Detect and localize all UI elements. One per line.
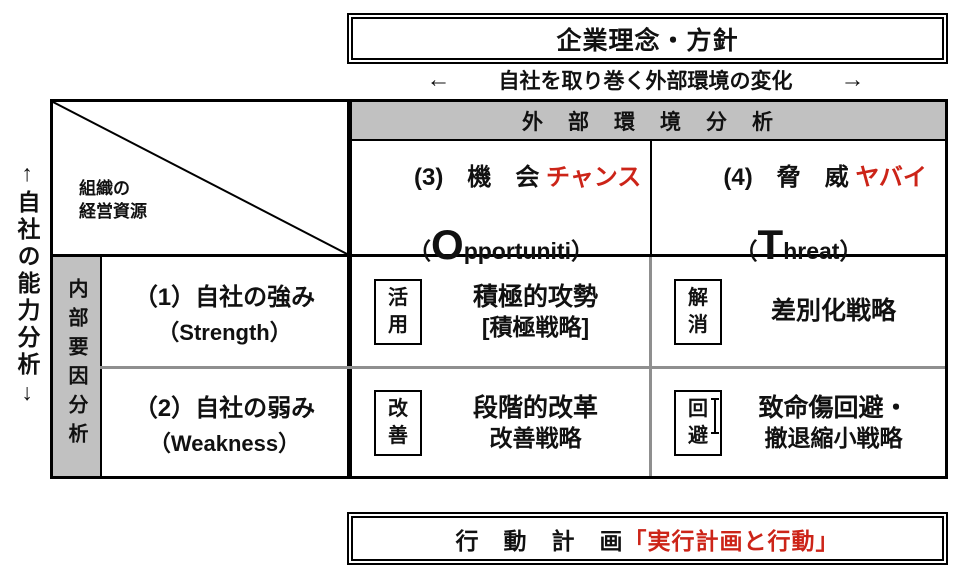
opportunity-heading-black: (3) 機 会 [414, 164, 547, 191]
opportunity-threat-divider [650, 141, 652, 254]
so-strategy-line1: 積極的攻勢 [472, 282, 598, 311]
text-cursor-bar [714, 398, 716, 434]
internal-strip-background [53, 254, 100, 476]
corner-label: 組織の 経営資源 [79, 178, 147, 224]
text-cursor-artifact [710, 398, 720, 434]
strength-cell: （1）自社の強み （Strength） [102, 257, 347, 366]
weakness-cell: （2）自社の弱み （Weakness） [102, 369, 347, 476]
external-change-label: 自社を取り巻く外部環境の変化 [498, 70, 793, 93]
opportunity-english: （ O pportuniti ） [408, 224, 594, 266]
internal-capability-axis-label: ↑自社の能力分析↓ [10, 160, 44, 460]
wo-strategy-text: 段階的改革 改善戦略 [422, 393, 649, 453]
threat-cell: (4) 脅 威 ヤバイ （ T hreat ） [652, 141, 945, 266]
threat-big-letter: T [757, 221, 784, 268]
right-arrow-icon: → [840, 66, 865, 93]
opportunity-big-letter: O [431, 221, 464, 268]
opportunity-paren-open: （ [408, 238, 432, 264]
external-analysis-header: 外 部 環 境 分 析 [352, 102, 945, 139]
wo-tag-box: 改善 [374, 389, 422, 456]
wt-tag-box: 回避 [674, 389, 722, 456]
st-tag-box: 解消 [674, 278, 722, 345]
opportunity-heading-red: チャンス [546, 164, 642, 191]
corner-cell: 組織の 経営資源 [53, 102, 347, 254]
strength-line2: （Strength） [157, 319, 292, 345]
threat-heading-black: (4) 脅 威 [723, 164, 856, 191]
so-strategy-text: 積極的攻勢 [積極戦略] [422, 282, 649, 342]
strategy-row-divider [100, 366, 945, 369]
corner-label-line2: 経営資源 [79, 201, 147, 221]
so-strategy-cell: 活用 積極的攻勢 [積極戦略] [352, 257, 649, 366]
threat-name-rest: hreat [783, 238, 840, 264]
so-strategy-line2: [積極戦略] [481, 313, 590, 340]
corner-label-line1: 組織の [79, 179, 130, 198]
mid-horizontal-divider [53, 254, 945, 257]
threat-paren-close: ） [839, 238, 863, 264]
internal-factor-strip: 内部要因分析 [53, 254, 100, 476]
internal-factor-strip-text: 内部要因分析 [65, 278, 87, 452]
main-vertical-divider [347, 102, 352, 476]
threat-paren-open: （ [734, 238, 758, 264]
corporate-philosophy-title: 企業理念・方針 [556, 26, 739, 55]
internal-strip-divider [100, 254, 102, 476]
left-arrow-icon: ← [426, 66, 451, 93]
opportunity-name-rest: pportuniti [463, 238, 571, 264]
wo-strategy-line1: 段階的改革 [472, 393, 598, 422]
corporate-philosophy-banner: 企業理念・方針 [347, 13, 948, 64]
external-header-background [347, 102, 945, 139]
opportunity-cell: (3) 機 会 チャンス （ O pportuniti ） [352, 141, 650, 266]
weakness-line2: （Weakness） [148, 430, 301, 456]
diagonal-line [53, 102, 347, 254]
wo-strategy-line2: 改善戦略 [489, 424, 582, 451]
internal-capability-axis-text: ↑自社の能力分析↓ [14, 160, 40, 409]
st-strategy-cell: 解消 差別化戦略 [652, 257, 945, 366]
wt-strategy-line1: 致命傷回避・ [758, 393, 909, 422]
wt-strategy-text: 致命傷回避・ 撤退縮小戦略 [722, 393, 945, 453]
action-plan-banner: 行 動 計 画 「実行計画と行動」 [347, 512, 948, 565]
threat-heading-red: ヤバイ [855, 164, 927, 191]
opportunity-paren-close: ） [570, 238, 594, 264]
weakness-line1: （2）自社の弱み [133, 394, 316, 422]
external-change-arrow-row: ← 自社を取り巻く外部環境の変化 → [347, 64, 944, 96]
strength-line1: （1）自社の強み [133, 283, 316, 311]
wt-strategy-cell: 回避 致命傷回避・ 撤退縮小戦略 [652, 369, 945, 476]
threat-english: （ T hreat ） [735, 224, 863, 266]
st-strategy-line1: 差別化戦略 [770, 296, 896, 325]
corporate-philosophy-banner-inner: 企業理念・方針 [351, 17, 944, 60]
threat-heading: (4) 脅 威 ヤバイ [670, 129, 927, 220]
swot-matrix: 組織の 経営資源 外 部 環 境 分 析 内部要因分析 (3) 機 会 チャンス… [50, 99, 948, 479]
opportunity-heading: (3) 機 会 チャンス [361, 129, 642, 220]
external-header-underline [347, 139, 945, 141]
wt-strategy-line2: 撤退縮小戦略 [764, 424, 903, 451]
action-plan-red-text: 「実行計画と行動」 [623, 527, 840, 554]
st-strategy-text: 差別化戦略 [722, 296, 945, 327]
so-tag-box: 活用 [374, 278, 422, 345]
external-analysis-header-text: 外 部 環 境 分 析 [522, 110, 775, 134]
action-plan-banner-inner: 行 動 計 画 「実行計画と行動」 [351, 516, 944, 561]
wo-strategy-cell: 改善 段階的改革 改善戦略 [352, 369, 649, 476]
text-cursor-serif-bottom [711, 432, 719, 434]
action-plan-black-text: 行 動 計 画 [455, 527, 624, 554]
